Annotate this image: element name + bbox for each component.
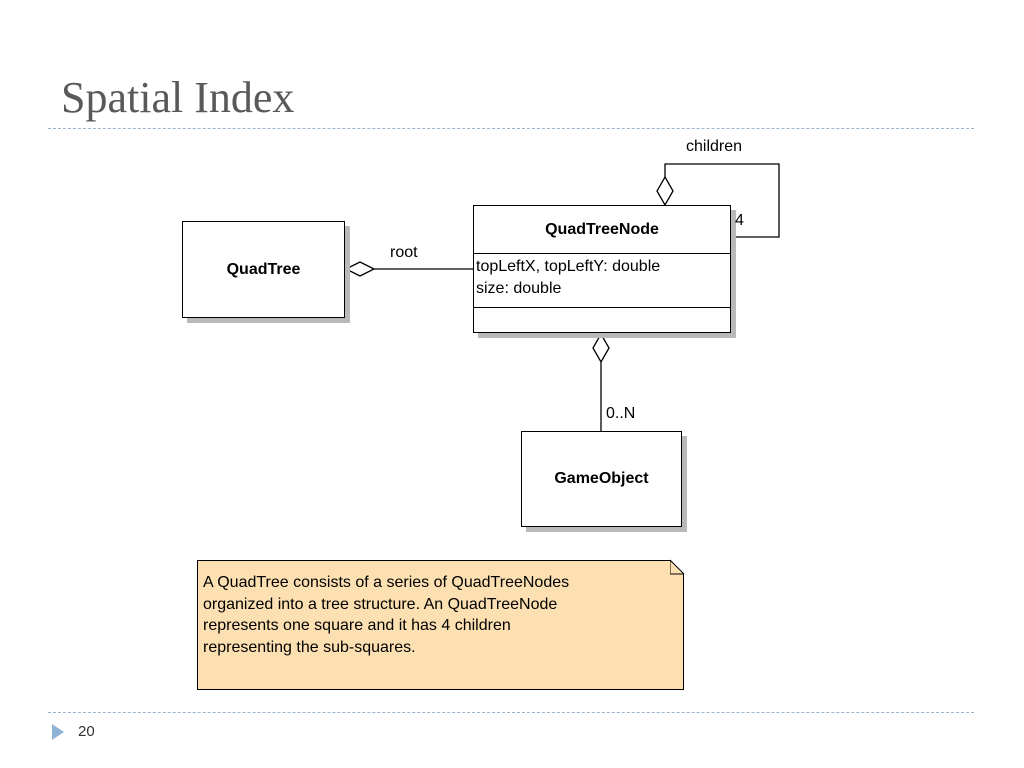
- note-line: A QuadTree consists of a series of QuadT…: [203, 574, 570, 591]
- note-text: A QuadTree consists of a series of QuadT…: [203, 572, 673, 658]
- gameobject-class[interactable]: GameObject: [521, 431, 682, 527]
- bullet-triangle-icon: [52, 724, 64, 740]
- children-multiplicity-label: 4: [735, 212, 744, 229]
- children-aggregation-diamond: [656, 175, 674, 207]
- children-role-label: children: [686, 138, 743, 155]
- gameobject-class-name: GameObject: [554, 470, 649, 487]
- attribute-size: size: double: [476, 280, 562, 297]
- quadtree-class-name: QuadTree: [226, 260, 301, 278]
- slide-title: Spatial Index: [61, 73, 295, 122]
- root-role-label: root: [390, 244, 418, 261]
- children-association-line: [664, 163, 780, 238]
- quadtree-class[interactable]: QuadTree: [182, 221, 345, 318]
- page-number: 20: [78, 723, 95, 740]
- quadtreenode-operations: [474, 308, 730, 333]
- quadtreenode-class[interactable]: QuadTreeNode topLeftX, topLeftY: double …: [473, 205, 731, 333]
- quadtreenode-attributes: topLeftX, topLeftY: double size: double: [474, 254, 730, 308]
- gameobject-aggregation-diamond: [592, 332, 610, 364]
- gameobject-multiplicity-label: 0..N: [606, 405, 636, 422]
- note-line: represents one square and it has 4 child…: [203, 617, 511, 634]
- root-aggregation-diamond: [344, 261, 376, 277]
- note-corner-fold: [670, 559, 685, 575]
- quadtreenode-class-name: QuadTreeNode: [474, 206, 730, 254]
- title-divider: [48, 128, 974, 129]
- note-line: representing the sub-squares.: [203, 638, 416, 656]
- note-line: organized into a tree structure. An Quad…: [203, 595, 558, 613]
- footer-divider: [48, 712, 974, 713]
- attribute-topleft: topLeftX, topLeftY: double: [476, 258, 661, 275]
- uml-note: [197, 560, 684, 690]
